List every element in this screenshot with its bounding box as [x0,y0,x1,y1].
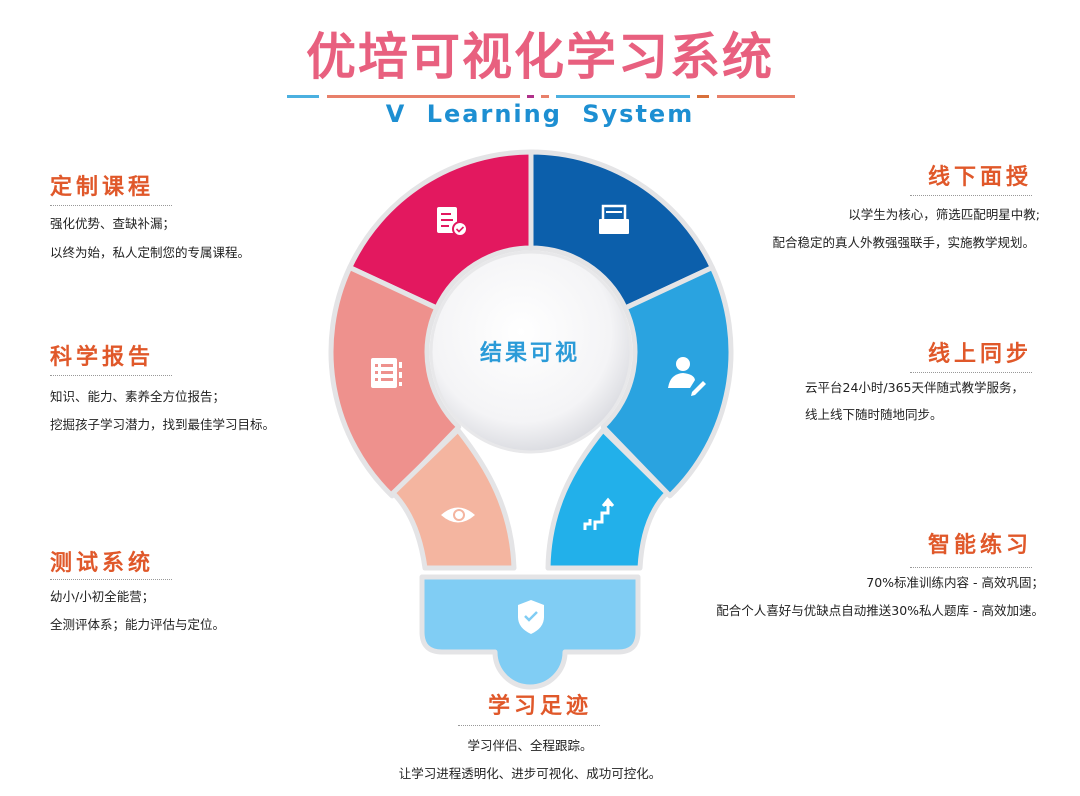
title-divider [287,95,319,98]
title-divider [556,95,690,98]
custom-course-line-2: 以终为始，私人定制您的专属课程。 [50,245,251,260]
divider [458,725,600,726]
page-title: 优培可视化学习系统 [306,28,774,86]
footprint-heading: 学习足迹 [487,694,592,719]
test-line-2: 全测评体系；能力评估与定位。 [50,617,226,632]
report-heading: 科学报告 [50,345,155,370]
report-line-2: 挖掘孩子学习潜力，找到最佳学习目标。 [50,417,276,432]
segment-online [600,264,734,499]
document-check-icon [437,207,468,237]
practice-heading: 智能练习 [927,533,1032,558]
page-subtitle: V Learning System [385,100,695,128]
practice-line-1: 70%标准训练内容 - 高效巩固； [866,575,1044,590]
center-label: 结果可视 [479,341,580,366]
divider [50,375,172,376]
divider [50,205,172,206]
offline-line-1: 以学生为核心，筛选匹配明星中教; [848,207,1040,222]
online-line-1: 云平台24小时/365天伴随式教学服务， [805,380,1024,395]
divider [910,567,1032,568]
offline-heading: 线下面授 [927,165,1032,190]
user-edit-icon [668,357,706,396]
practice-line-2: 配合个人喜好与优缺点自动推送30%私人题库 - 高效加速。 [716,603,1044,618]
report-line-1: 知识、能力、素养全方位报告； [50,389,226,404]
test-line-1: 幼小/小初全能营； [50,589,155,604]
stairs-up-icon [583,497,615,530]
title-divider [327,95,520,98]
title-divider [717,95,795,98]
offline-line-2: 配合稳定的真人外教强强联手，实施教学规划。 [772,235,1035,250]
tray-icon [599,204,629,234]
online-heading: 线上同步 [927,342,1032,367]
test-heading: 测试系统 [50,551,155,576]
shield-check-icon [518,600,544,634]
title-divider [527,95,534,98]
online-line-2: 线上线下随时随地同步。 [805,407,943,422]
divider [50,579,172,580]
footprint-line-1: 学习伴侣、全程跟踪。 [467,738,593,753]
custom-course-line-1: 强化优势、查缺补漏； [50,216,176,231]
custom-course-heading: 定制课程 [50,175,155,200]
divider [910,372,1032,373]
title-divider [697,95,709,98]
footprint-line-2: 让学习进程透明化、进步可视化、成功可控化。 [398,766,662,781]
segment-test [390,427,517,571]
divider [910,195,1032,196]
notebook-list-icon [371,358,402,388]
title-divider [541,95,549,98]
eye-icon [441,507,475,523]
center-circle [429,250,633,454]
